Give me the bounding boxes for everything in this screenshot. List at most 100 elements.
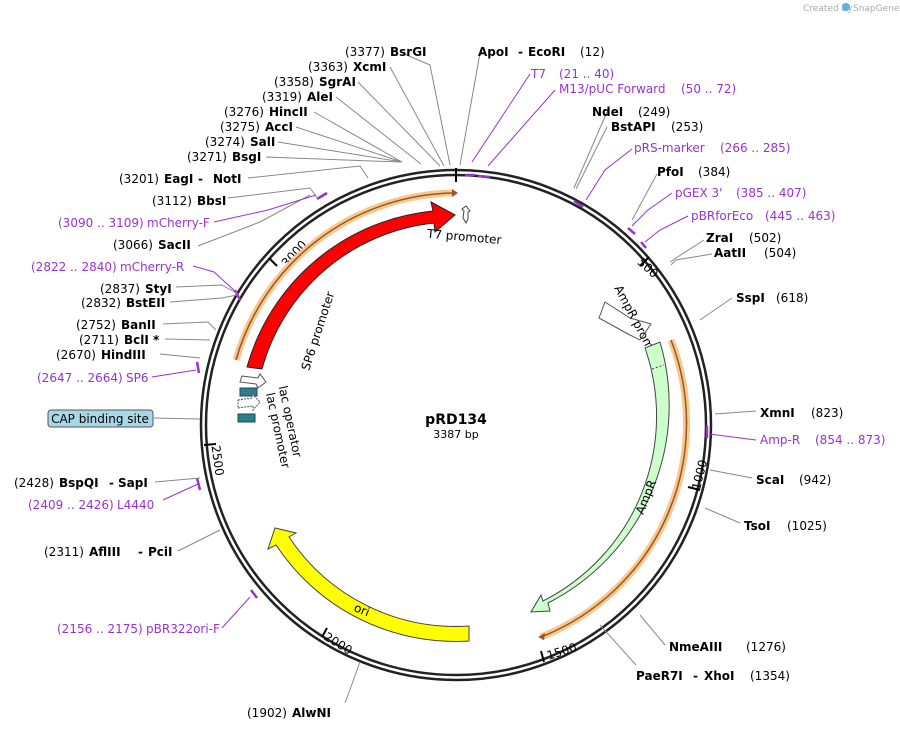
site-sacii-pos: (3066) bbox=[113, 238, 153, 252]
plasmid-center: pRD134 3387 bp bbox=[425, 412, 487, 441]
tick-mark-2000 bbox=[321, 627, 328, 638]
primer-leader-t7 bbox=[471, 73, 531, 163]
primer-mcherryf-range: (3090 .. 3109) bbox=[58, 216, 144, 230]
leader-bsrgi bbox=[401, 52, 451, 166]
watermark-prefix: Created by bbox=[803, 4, 853, 14]
tick-label-2000: 2000 bbox=[321, 630, 354, 658]
leader-afliii bbox=[177, 529, 221, 552]
site-zrai-pos: (502) bbox=[749, 231, 781, 245]
primer-leader-pgex bbox=[631, 192, 673, 227]
watermark-brand: SnapGene bbox=[853, 4, 900, 14]
leader-xcmi bbox=[389, 66, 445, 167]
site-sgrai-name: SgrAI bbox=[319, 75, 356, 89]
site-banii-pos: (2752) bbox=[76, 318, 116, 332]
site-alei-pos: (3319) bbox=[262, 90, 302, 104]
primer-mark-prs bbox=[573, 199, 584, 209]
primer-labels: T7 (21 .. 40) M13/pUC Forward (50 .. 72)… bbox=[28, 67, 885, 636]
primer-ampr-name: Amp-R bbox=[760, 433, 800, 447]
primer-pbr-range: (445 .. 463) bbox=[765, 209, 835, 223]
primer-leader-prs bbox=[585, 148, 633, 201]
leader-bspqi bbox=[154, 477, 201, 483]
primer-m13-name: M13/pUC Forward bbox=[559, 82, 666, 96]
primer-mark-l4440 bbox=[195, 477, 202, 491]
leader-paer7i bbox=[599, 624, 637, 666]
primer-leader-l4440 bbox=[162, 483, 199, 501]
site-sacii-name: SacII bbox=[158, 238, 191, 252]
site-alwni-pos: (1902) bbox=[247, 706, 287, 720]
site-styi-name: StyI bbox=[145, 282, 172, 296]
site-scai-name: ScaI bbox=[756, 473, 784, 487]
site-eagi-dash: - bbox=[198, 172, 203, 186]
lac-promoter-feature bbox=[237, 392, 261, 412]
site-acci-name: AccI bbox=[265, 120, 293, 134]
mscarlet-feature bbox=[246, 201, 456, 370]
cap-binding-site-box bbox=[47, 409, 154, 428]
leader-scai bbox=[709, 469, 753, 479]
site-ndei-pos: (249) bbox=[638, 105, 670, 119]
sp6-promoter-feature bbox=[239, 373, 267, 389]
primer-pbr322-name: pBR322ori-F bbox=[146, 622, 220, 636]
site-bstapi-pos: (253) bbox=[671, 120, 703, 134]
site-hincii-pos: (3276) bbox=[224, 105, 264, 119]
leader-bstapi bbox=[575, 126, 608, 190]
site-xcmi-pos: (3363) bbox=[308, 60, 348, 74]
leader-nmeaiii bbox=[639, 614, 666, 646]
site-sspi-name: SspI bbox=[736, 291, 765, 305]
site-sspi-pos: (618) bbox=[776, 291, 808, 305]
site-bspqi-dash: - bbox=[109, 476, 114, 490]
site-bcli-name: BclI * bbox=[124, 333, 160, 347]
leader-acci bbox=[295, 126, 403, 163]
site-paer7i-dash: - bbox=[693, 669, 698, 683]
leader-bsteii bbox=[169, 294, 238, 303]
site-alei-name: AleI bbox=[307, 90, 333, 104]
site-banii-name: BanII bbox=[121, 318, 156, 332]
primer-mcherryf-name: mCherry-F bbox=[147, 216, 210, 230]
ampr-orf-line bbox=[540, 339, 688, 638]
primer-mark-pbr bbox=[640, 241, 647, 249]
site-tsoi-pos: (1025) bbox=[787, 519, 827, 533]
site-sali-pos: (3274) bbox=[205, 135, 245, 149]
site-sali-name: SalI bbox=[250, 135, 275, 149]
ori-label: ori bbox=[352, 601, 372, 620]
site-bsgi-pos: (3271) bbox=[187, 150, 227, 164]
site-afliii-name: AflIII bbox=[89, 545, 121, 559]
site-afliii-dash: - bbox=[138, 545, 143, 559]
tick-mark-1500 bbox=[540, 650, 545, 663]
site-pfoi-name: PfoI bbox=[657, 165, 684, 179]
tick-mark-3000 bbox=[268, 257, 278, 267]
site-aatii-pos: (504) bbox=[764, 246, 796, 260]
site-xmni-pos: (823) bbox=[811, 406, 843, 420]
t7-promoter-label: T7 promoter bbox=[426, 227, 502, 248]
site-apoi-pos: (12) bbox=[580, 45, 605, 59]
plasmid-backbone bbox=[199, 168, 713, 682]
leader-bbsi bbox=[227, 187, 319, 200]
cap-binding-site-label: CAP binding site bbox=[51, 412, 149, 426]
site-eagi-pos: (3201) bbox=[119, 172, 159, 186]
leader-alei bbox=[335, 96, 422, 165]
leader-eagi bbox=[247, 165, 369, 179]
site-bbsi-pos: (3112) bbox=[152, 194, 192, 208]
primer-l4440-range: (2409 .. 2426) bbox=[28, 498, 114, 512]
site-bsgi-name: BsgI bbox=[232, 150, 261, 164]
primer-pbr-name: pBRforEco bbox=[691, 209, 753, 223]
site-paer7i-name: PaeR7I bbox=[636, 669, 683, 683]
ampr-orf-arrow bbox=[538, 633, 545, 640]
site-ndei-name: NdeI bbox=[592, 105, 623, 119]
primer-mark-pgex bbox=[627, 227, 636, 235]
site-alwni-name: AlwNI bbox=[292, 706, 331, 720]
site-hindiii-pos: (2670) bbox=[56, 348, 96, 362]
site-zrai-name: ZraI bbox=[706, 231, 733, 245]
leader-hincii bbox=[313, 111, 403, 163]
site-aatii-name: AatII bbox=[714, 246, 746, 260]
leader-pfoi bbox=[631, 173, 658, 221]
site-sapi-name: SapI bbox=[118, 476, 148, 490]
site-tsoi-name: TsoI bbox=[744, 519, 770, 533]
primer-pbr322-range: (2156 .. 2175) bbox=[57, 622, 143, 636]
cap-binding-site-label-group: CAP binding site bbox=[47, 409, 201, 428]
primer-sp6-range: (2647 .. 2664) bbox=[37, 371, 123, 385]
primer-mcherryr-range: (2822 .. 2840) bbox=[31, 260, 117, 274]
snapgene-logo-icon bbox=[842, 3, 850, 11]
site-labels: (3377) BsrGI (3363) XcmI (3358) SgrAI (3… bbox=[14, 45, 843, 720]
leader-banii bbox=[162, 321, 217, 331]
